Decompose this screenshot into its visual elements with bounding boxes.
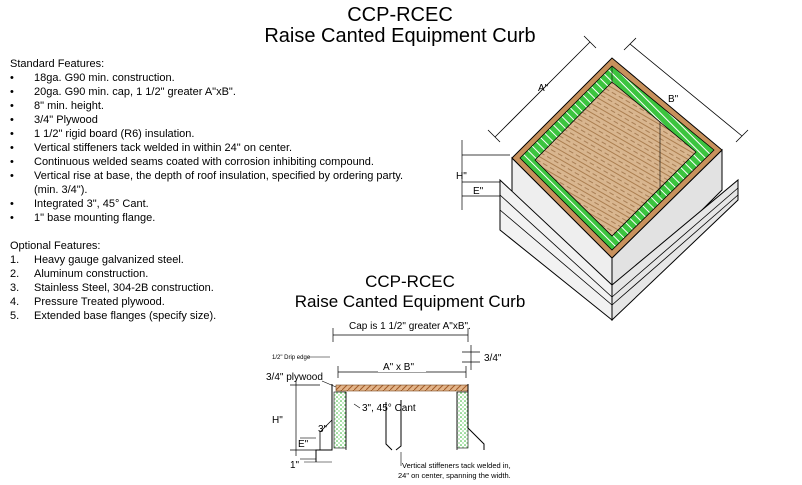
bullet: •	[10, 170, 14, 182]
feature-text: Pressure Treated plywood.	[34, 296, 165, 308]
bullet: •	[10, 114, 14, 126]
list-item: • 20ga. G90 min. cap, 1 1/2" greater A"xB…	[10, 85, 430, 99]
list-item: • 3/4" Plywood	[10, 113, 430, 127]
dimension-three-quarter: 3/4"	[462, 345, 502, 370]
cap-note: Cap is 1 1/2" greater A"xB".	[349, 321, 471, 332]
feature-text: Aluminum construction.	[34, 268, 149, 280]
list-item: 5. Extended base flanges (specify size).	[10, 309, 270, 323]
isometric-curb-drawing: A" B" H" E"	[456, 35, 749, 322]
bullet: •	[10, 198, 14, 210]
feature-text: 8" min. height.	[34, 100, 104, 112]
dimension-a: A"	[487, 35, 597, 143]
cant-label: 3", 45° Cant	[362, 403, 416, 414]
feature-text: (min. 3/4").	[34, 184, 88, 196]
label-e: E"	[473, 186, 484, 197]
list-item: • Continuous welded seams coated with cor…	[10, 155, 430, 169]
stiffener-note-1: Vertical stiffeners tack welded in,	[402, 461, 511, 470]
list-item: • 18ga. G90 min. construction.	[10, 71, 430, 85]
label-a: A"	[538, 83, 549, 94]
cap-dimension: Cap is 1 1/2" greater A"xB".	[332, 321, 471, 342]
item-number: 1.	[10, 254, 20, 266]
bullet: •	[10, 142, 14, 154]
dimension-h-e-section: H" 3" E" 1"	[272, 380, 332, 471]
dimension-axb: A" x B"	[337, 362, 467, 378]
bullet: •	[10, 212, 14, 224]
label-1-section: 1"	[290, 460, 300, 471]
bullet: •	[10, 156, 14, 168]
list-item: • Vertical rise at base, the depth of roo…	[10, 169, 430, 183]
list-item: • Integrated 3", 45° Cant.	[10, 197, 430, 211]
list-item: • Vertical stiffeners tack welded in with…	[10, 141, 430, 155]
page-title: CCP-RCEC	[347, 4, 453, 26]
section-subtitle: Raise Canted Equipment Curb	[294, 292, 526, 311]
feature-text: 18ga. G90 min. construction.	[34, 72, 175, 84]
standard-features-section: Standard Features: • 18ga. G90 min. const…	[10, 57, 430, 225]
stiffeners	[385, 400, 402, 466]
list-item: (min. 3/4").	[10, 183, 430, 197]
label-b: B"	[668, 94, 679, 105]
list-item: • 1 1/2" rigid board (R6) insulation.	[10, 127, 430, 141]
label-axb: A" x B"	[383, 362, 414, 373]
feature-text: Continuous welded seams coated with corr…	[34, 156, 374, 168]
bullet: •	[10, 72, 14, 84]
feature-text: 1" base mounting flange.	[34, 212, 156, 224]
plywood-layer	[335, 384, 469, 392]
left-curb-wall	[315, 384, 347, 462]
plywood-label: 3/4" plywood	[266, 372, 323, 383]
page-subtitle: Raise Canted Equipment Curb	[264, 25, 536, 47]
feature-text: Vertical rise at base, the depth of roof…	[34, 170, 404, 182]
standard-features-list: • 18ga. G90 min. construction. • 20ga. G90…	[10, 71, 430, 225]
stiffener-note-2: 24" on center, spanning the width.	[398, 471, 511, 480]
item-number: 4.	[10, 296, 20, 308]
feature-text: Extended base flanges (specify size).	[34, 310, 217, 322]
dimension-b: B"	[623, 37, 749, 143]
standard-features-heading: Standard Features:	[10, 58, 105, 70]
feature-text: 3/4" Plywood	[34, 114, 98, 126]
list-item: 4. Pressure Treated plywood.	[10, 295, 270, 309]
label-h: H"	[456, 171, 467, 182]
feature-text: 20ga. G90 min. cap, 1 1/2" greater A"xB"…	[34, 86, 236, 98]
list-item: 2. Aluminum construction.	[10, 267, 270, 281]
section-title: CCP-RCEC	[365, 272, 455, 291]
label-e-section: E"	[298, 439, 309, 450]
feature-text: 1 1/2" rigid board (R6) insulation.	[34, 128, 195, 140]
right-curb-wall	[456, 384, 485, 450]
feature-text: Heavy gauge galvanized steel.	[34, 254, 184, 266]
label-3-section: 3"	[318, 424, 328, 435]
optional-features-section: Optional Features: 1. Heavy gauge galvani…	[10, 239, 270, 323]
list-item: • 8" min. height.	[10, 99, 430, 113]
label-h-section: H"	[272, 415, 283, 426]
section-drawing: Cap is 1 1/2" greater A"xB". 1/2" Drip e…	[266, 321, 511, 480]
bullet: •	[10, 128, 14, 140]
optional-features-list: 1. Heavy gauge galvanized steel. 2. Alumin…	[10, 253, 270, 323]
list-item: 1. Heavy gauge galvanized steel.	[10, 253, 270, 267]
item-number: 5.	[10, 310, 20, 322]
optional-features-heading: Optional Features:	[10, 240, 101, 252]
list-item: • 1" base mounting flange.	[10, 211, 430, 225]
curb-top-frame	[511, 57, 723, 259]
drip-edge-label: 1/2" Drip edge	[272, 355, 311, 361]
feature-text: Vertical stiffeners tack welded in withi…	[34, 142, 293, 154]
feature-text: Integrated 3", 45° Cant.	[34, 198, 149, 210]
dimension-h-e: H" E"	[456, 140, 510, 210]
item-number: 3.	[10, 282, 20, 294]
bullet: •	[10, 100, 14, 112]
item-number: 2.	[10, 268, 20, 280]
feature-text: Stainless Steel, 304-2B construction.	[34, 282, 214, 294]
list-item: 3. Stainless Steel, 304-2B construction.	[10, 281, 270, 295]
label-3-4: 3/4"	[484, 353, 502, 364]
bullet: •	[10, 86, 14, 98]
